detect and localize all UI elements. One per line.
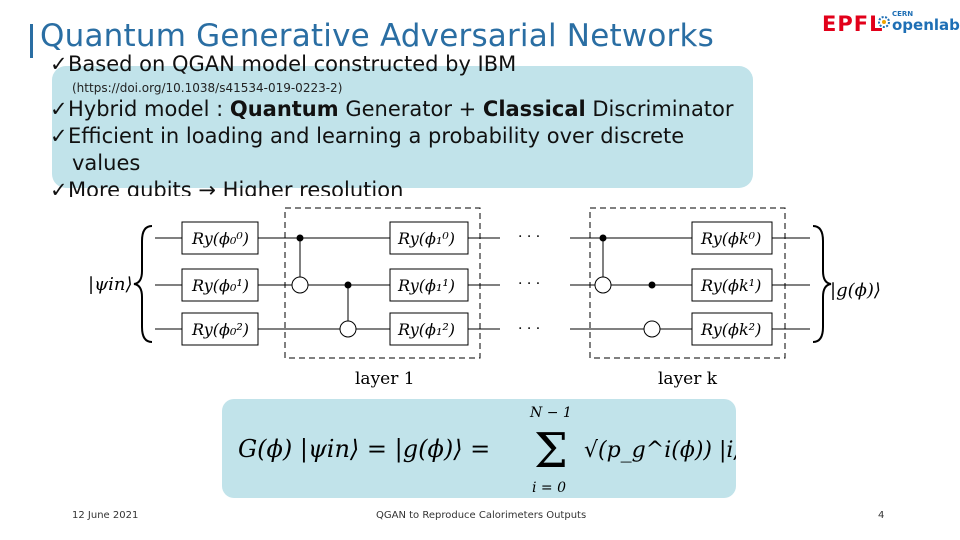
gate-label: Ry(ϕ₁⁰)	[397, 229, 455, 248]
ry-gate	[691, 268, 773, 302]
target-circle	[643, 320, 661, 338]
ry-gate	[181, 268, 259, 302]
gate-label: Ry(ϕ₀¹)	[191, 276, 249, 295]
cern-openlab-logo: CERN openlab	[876, 10, 960, 34]
epfl-logo: EPFL	[822, 12, 884, 36]
equation-box	[222, 399, 736, 498]
sum-term: √(p_g^i(ϕ)) |i⟩	[584, 438, 736, 463]
right-brace	[812, 225, 832, 343]
gate-label: Ry(ϕk²)	[700, 320, 761, 339]
gate-column-initial: Ry(ϕ₀⁰) Ry(ϕ₀¹) Ry(ϕ₀²)	[181, 221, 259, 346]
generator-equation: G(ϕ) |ψin⟩ = |g(ϕ)⟩ = N − 1 Σ i = 0 √(p_…	[238, 405, 736, 496]
check-icon: ✓	[50, 97, 68, 121]
layer-1-box	[284, 207, 481, 359]
bullet-text-end: Discriminator	[585, 97, 734, 121]
footer-date: 12 June 2021	[72, 510, 139, 521]
gate-label: Ry(ϕ₀⁰)	[191, 229, 249, 248]
sum-symbol: Σ	[534, 423, 568, 479]
layer-1-label: layer 1	[355, 369, 415, 389]
gate-label: Ry(ϕ₁¹)	[397, 276, 455, 295]
bullet-text-mid: Generator +	[338, 97, 483, 121]
bullet-text: More qubits → Higher resolution	[68, 178, 404, 198]
bullet-hybrid-model: ✓Hybrid model : Quantum Generator + Clas…	[50, 97, 734, 121]
ry-gate	[181, 312, 259, 346]
cern-label: CERN	[892, 10, 914, 18]
gate-column-layer-k: Ry(ϕk⁰) Ry(ϕk¹) Ry(ϕk²)	[691, 221, 773, 346]
input-state-label: |ψin⟩	[88, 274, 133, 295]
target-circle	[291, 276, 309, 294]
bullet-text: Based on QGAN model constructed by IBM	[68, 52, 517, 76]
control-dot	[344, 281, 352, 289]
bullet-efficient-loading: ✓Efficient in loading and learning a pro…	[50, 124, 684, 148]
sum-lower-limit: i = 0	[532, 480, 566, 496]
bullet-more-qubits-clip: ✓More qubits → Higher resolution	[50, 178, 470, 198]
layer-k-label: layer k	[658, 369, 718, 389]
bullet-text: Hybrid model :	[68, 97, 230, 121]
quantum-circuit-diagram: |ψin⟩ |g(ϕ)⟩ Ry(ϕ₀⁰) Ry(ϕ₀¹) Ry(ϕ₀²) Ry(…	[80, 196, 900, 396]
control-dot	[599, 234, 607, 242]
gate-label: Ry(ϕ₁²)	[397, 320, 455, 339]
bullet-continuation: values	[72, 151, 141, 175]
bullet-bold-classical: Classical	[482, 97, 586, 121]
layer-k-box	[589, 207, 786, 359]
gate-label: Ry(ϕ₀²)	[191, 320, 249, 339]
ellipsis: · · ·	[518, 321, 540, 337]
page-number: 4	[878, 510, 885, 521]
gate-label: Ry(ϕk⁰)	[700, 229, 761, 248]
target-circle	[594, 276, 612, 294]
cern-gear-icon	[878, 16, 890, 28]
slide-title: Quantum Generative Adversarial Networks	[40, 18, 714, 54]
target-circle	[339, 320, 357, 338]
gate-label: Ry(ϕk¹)	[700, 276, 761, 295]
ry-gate	[181, 221, 259, 255]
gate-column-layer-1: Ry(ϕ₁⁰) Ry(ϕ₁¹) Ry(ϕ₁²)	[389, 221, 469, 346]
ellipsis: · · ·	[518, 276, 540, 292]
bullet-qgan-ibm: ✓Based on QGAN model constructed by IBM	[50, 52, 516, 76]
ry-gate	[389, 268, 469, 302]
openlab-label: openlab	[892, 16, 960, 34]
ellipsis: · · ·	[518, 229, 540, 245]
check-icon: ✓	[50, 178, 68, 198]
check-icon: ✓	[50, 124, 68, 148]
ry-gate	[691, 221, 773, 255]
left-brace	[133, 225, 153, 343]
control-dot	[648, 281, 656, 289]
bullet-more-qubits: ✓More qubits → Higher resolution	[50, 178, 470, 198]
control-dot	[296, 234, 304, 242]
bullet-highlight-box	[52, 66, 753, 188]
bullet-text: Efficient in loading and learning a prob…	[68, 124, 685, 148]
ry-gate	[691, 312, 773, 346]
sum-upper-limit: N − 1	[529, 405, 572, 421]
doi-reference: (https://doi.org/10.1038/s41534-019-0223…	[72, 81, 343, 95]
title-accent-bar	[30, 24, 33, 58]
footer-title: QGAN to Reproduce Calorimeters Outputs	[376, 510, 587, 521]
bullet-bold-quantum: Quantum	[229, 97, 339, 121]
output-state-label: |g(ϕ)⟩	[830, 280, 881, 301]
equation-lhs: G(ϕ) |ψin⟩ = |g(ϕ)⟩ =	[238, 435, 490, 464]
check-icon: ✓	[50, 52, 68, 76]
ry-gate	[389, 312, 469, 346]
ry-gate	[389, 221, 469, 255]
